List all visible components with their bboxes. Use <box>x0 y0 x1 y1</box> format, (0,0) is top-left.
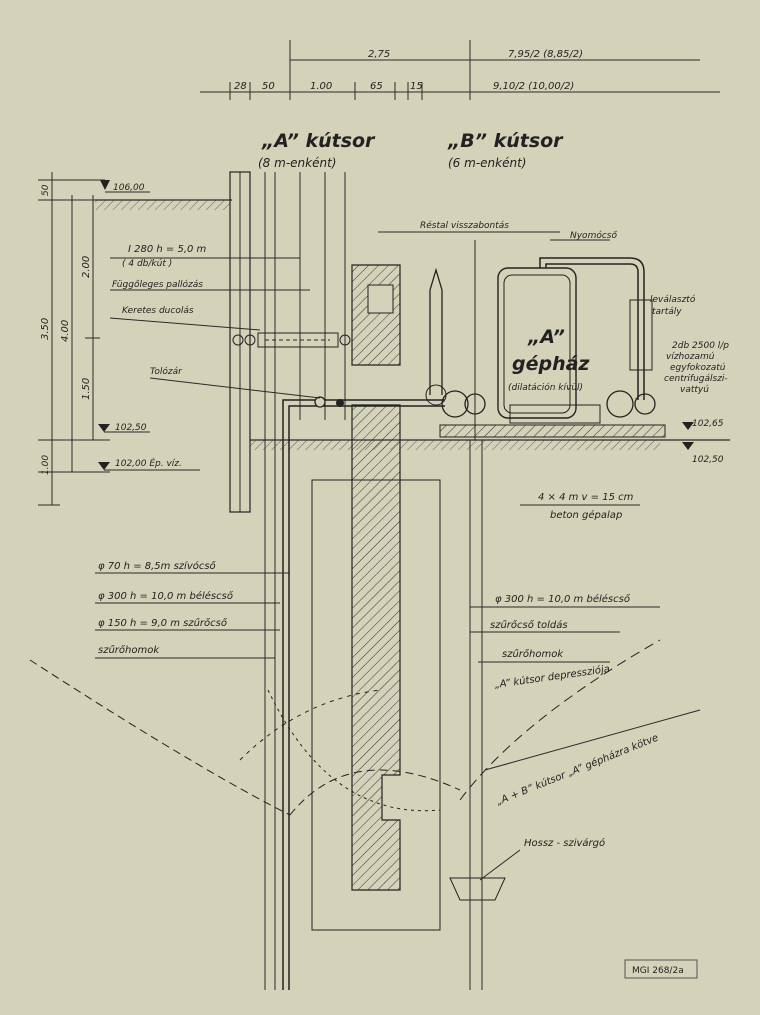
label-toldas: szűrőcső toldás <box>490 619 568 631</box>
dim-left-4-00: 4.00 <box>60 320 71 342</box>
sheet-piling <box>229 171 346 990</box>
label-pump-2: vízhozamú <box>666 352 715 362</box>
dim-top-right-b: 9,10/2 (10,00/2) <box>493 81 574 92</box>
label-keretes: Keretes ducolás <box>122 306 194 316</box>
label-pump-4: centrifugálszi- <box>664 374 728 384</box>
b-row-title: „B” kútsor <box>447 130 564 152</box>
dim-65: 65 <box>370 81 383 92</box>
label-belescso: φ 300 h = 10,0 m béléscső <box>98 590 234 602</box>
elev-102-00: 102,00 Ép. víz. <box>115 457 182 469</box>
label-restal: Réstal visszabontás <box>420 220 509 231</box>
label-nyomocso: Nyomócső <box>570 230 617 241</box>
elev-102-50-right: 102,50 <box>692 455 724 465</box>
dim-left-3-50: 3.50 <box>40 318 51 340</box>
stamp-text: MGI 268/2a <box>632 966 684 976</box>
label-gephaz-a: „A” <box>527 326 565 348</box>
dim-1-00: 1.00 <box>310 81 332 92</box>
elev-102-65: 102,65 <box>692 419 724 429</box>
label-tolozar: Tolózár <box>150 366 183 377</box>
label-hossz-szivargo: Hossz - szivárgó <box>524 837 605 849</box>
a-row-title: „A” kútsor <box>261 130 376 152</box>
label-ibeam: I 280 h = 5,0 m <box>128 244 207 255</box>
top-dimensions: 2,75 7,95/2 (8,85/2) 9,10/2 (10,00/2) 28… <box>200 40 720 100</box>
dim-left-1-00: 1.00 <box>41 455 51 475</box>
dim-left-1-50: 1.50 <box>81 378 92 400</box>
left-dimensions: 50 3.50 4.00 2.00 1.50 1.00 <box>38 172 230 506</box>
ground <box>95 199 730 450</box>
labels: Réstal visszabontás Nyomócső I 280 h = 5… <box>98 220 729 849</box>
gate-valve-icon <box>314 396 326 408</box>
label-tartaly: tartály <box>652 307 682 317</box>
label-levalaszto: leválasztó <box>650 294 696 305</box>
depression-curves <box>29 639 661 901</box>
label-depresszio: „A” kútsor depressziója <box>494 663 611 691</box>
dim-50: 50 <box>262 81 275 92</box>
concrete-wall <box>311 264 441 931</box>
dim-left-50: 50 <box>41 184 51 196</box>
machine-house <box>425 240 666 990</box>
label-ibeam-sub: ( 4 db/kút ) <box>122 259 172 269</box>
b-row-subtitle: (6 m-enként) <box>448 156 526 170</box>
dim-28: 28 <box>234 81 247 92</box>
elev-106-00: 106,00 <box>113 183 145 193</box>
elevation-marks: 106,00 102,50 102,00 Ép. víz. 102,65 102… <box>98 180 724 471</box>
label-belescso-right: φ 300 h = 10,0 m béléscső <box>495 593 631 605</box>
dim-top-right-a: 7,95/2 (8,85/2) <box>508 49 583 60</box>
label-gepalap-2: beton gépalap <box>550 509 622 521</box>
label-szurocso: φ 150 h = 9,0 m szűrőcső <box>98 617 228 629</box>
drawing-stamp: MGI 268/2a <box>624 959 698 979</box>
label-fuggoleges: Függőleges pallózás <box>112 279 203 290</box>
elev-102-50: 102,50 <box>115 423 147 433</box>
leader-lines <box>95 231 701 881</box>
label-szurohomok-left: szűrőhomok <box>98 644 160 656</box>
label-pump-5: vattyú <box>680 385 709 395</box>
suction-pipe <box>282 396 445 990</box>
label-szurohomok-right: szűrőhomok <box>502 648 564 660</box>
dim-left-2-00: 2.00 <box>81 256 92 278</box>
a-row-subtitle: (8 m-enként) <box>258 156 336 170</box>
label-pump-1: 2db 2500 l/p <box>672 341 729 351</box>
frame-bracing <box>232 332 351 348</box>
label-szivocso: φ 70 h = 8,5m szívócső <box>98 560 217 572</box>
label-gephaz: gépház <box>512 353 590 375</box>
label-pump-3: egyfokozatú <box>670 363 726 373</box>
dim-2-75: 2,75 <box>368 49 390 60</box>
dim-15: 15 <box>410 81 423 92</box>
label-gepalap-1: 4 × 4 m v = 15 cm <box>538 492 634 503</box>
label-ab-kutsor: „A + B” kútsor „A” gépházra kötve <box>495 732 660 808</box>
label-gephaz-sub: (dilatáción kívül) <box>508 382 583 393</box>
